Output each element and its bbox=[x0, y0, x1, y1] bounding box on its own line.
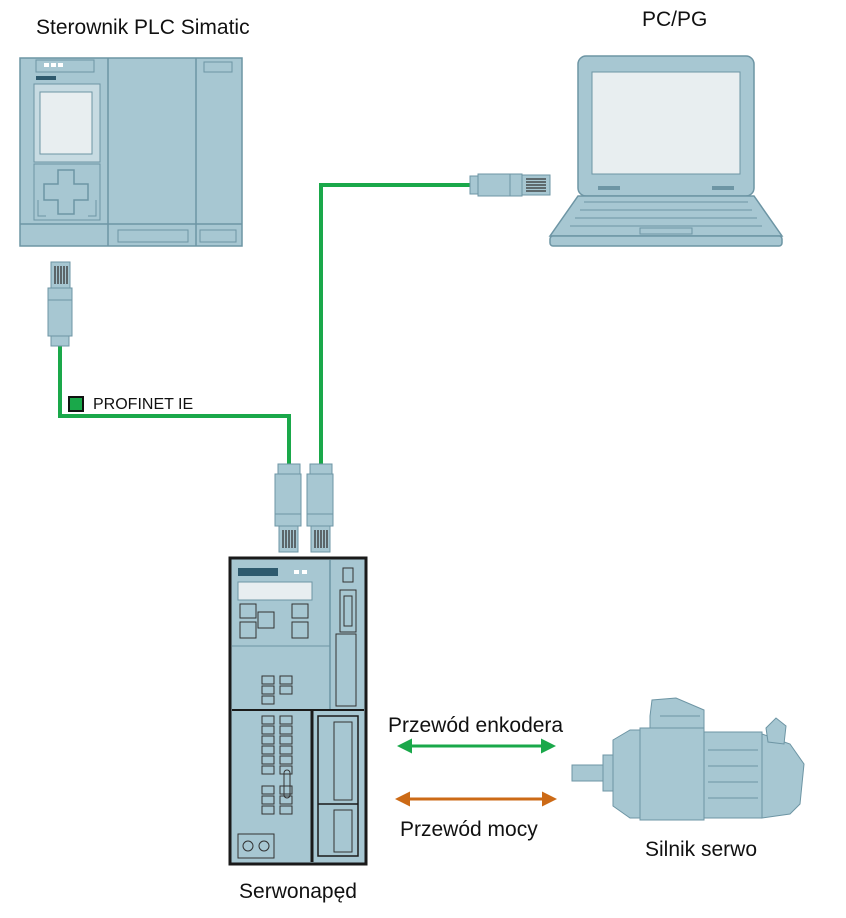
servo-drive bbox=[228, 556, 368, 866]
motor-label: Silnik serwo bbox=[644, 838, 758, 861]
power-cable-label: Przewód mocy bbox=[400, 818, 538, 841]
plc-controller bbox=[19, 57, 243, 247]
plc-label: Sterownik PLC Simatic bbox=[36, 16, 250, 39]
drive-rj45-connector-2 bbox=[306, 463, 334, 553]
profinet-legend-swatch bbox=[68, 396, 84, 412]
encoder-cable-label: Przewód enkodera bbox=[388, 714, 564, 737]
servo-motor bbox=[571, 697, 805, 821]
plc-rj45-connector bbox=[47, 261, 73, 347]
profinet-cable bbox=[58, 346, 291, 466]
pc-cable bbox=[319, 183, 472, 466]
drive-label: Serwonapęd bbox=[239, 880, 357, 903]
pc-laptop bbox=[548, 55, 784, 247]
pc-rj45-connector bbox=[469, 173, 551, 197]
drive-rj45-connector-1 bbox=[274, 463, 302, 553]
pc-label: PC/PG bbox=[642, 8, 708, 31]
profinet-label: PROFINET IE bbox=[93, 396, 194, 413]
